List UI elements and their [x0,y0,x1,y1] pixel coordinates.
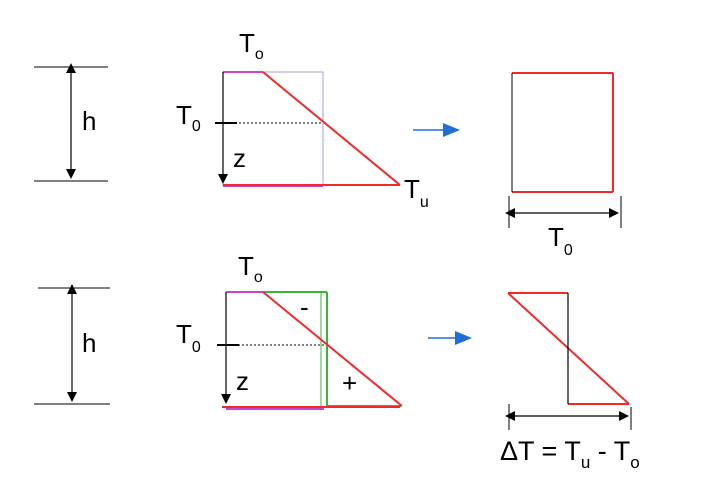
bottom-plus-label: + [342,368,357,398]
top-temperature-profile [215,71,401,187]
top-h-label: h [82,106,96,136]
top-height-dimension [34,63,108,182]
bottom-temperature-profile [217,291,403,410]
bottom-gradient-result [505,292,632,430]
top-t-0-label: T0 [176,100,201,135]
top-transform-arrow [413,123,460,137]
top-t-o-label: To [239,28,264,63]
top-z-label: z [233,143,246,173]
bottom-transform-arrow [428,331,472,345]
bottom-delta-t-formula: ΔT = Tu - To [500,436,640,472]
bottom-height-dimension [34,284,110,405]
bottom-minus-label: - [300,292,309,322]
bottom-t-0-label: T0 [176,319,201,356]
bottom-h-label: h [82,328,96,358]
top-uniform-result [505,72,622,228]
top-result-t-0-label: T0 [548,222,573,259]
top-t-u-label: Tu [404,174,429,211]
bottom-t-o-label: To [238,251,263,286]
bottom-z-label: z [236,366,249,396]
